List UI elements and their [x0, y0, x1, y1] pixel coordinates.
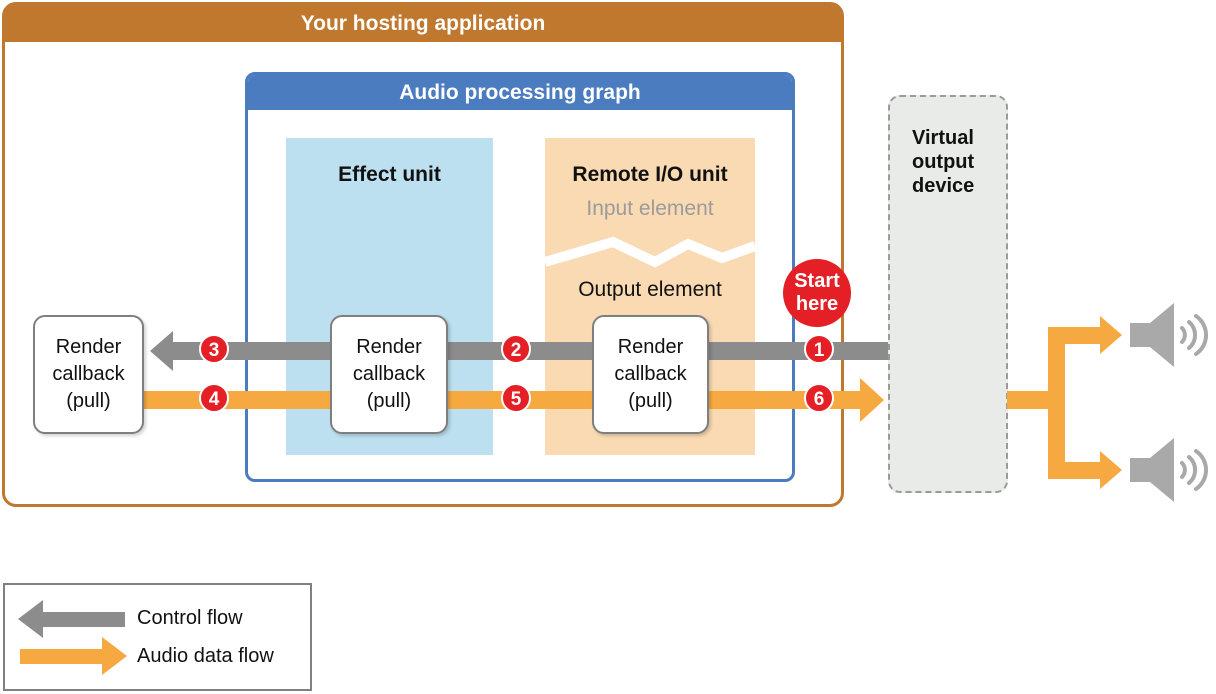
- step-badge-6: 6: [804, 383, 834, 413]
- legend-audio-flow-arrowhead-icon: [102, 637, 127, 675]
- speaker-connector-top-branch: [1048, 327, 1102, 344]
- step-badge-4: 4: [199, 383, 229, 413]
- output-element-label: Output element: [578, 278, 722, 301]
- audio-processing-graph-header: Audio processing graph: [248, 75, 792, 110]
- audio-data-flow-arrowhead-icon: [860, 378, 884, 422]
- virtual-output-device-box: Virtual output device: [888, 95, 1008, 493]
- control-flow-arrowhead-icon: [150, 331, 173, 371]
- speaker-icon: [1130, 303, 1209, 367]
- zigzag-divider: [545, 236, 755, 268]
- legend-audio-flow-arrow: [20, 649, 102, 664]
- render-callback-box-3: Render callback (pull): [592, 315, 709, 434]
- legend-audio-flow-label: Audio data flow: [137, 645, 274, 667]
- speaker-connector-bottom-branch: [1048, 462, 1102, 479]
- legend-control-flow-arrow: [41, 612, 125, 627]
- step-badge-5: 5: [501, 383, 531, 413]
- speaker-arrowhead-bottom-icon: [1100, 451, 1122, 489]
- remote-io-unit-label: Remote I/O unit: [572, 163, 728, 186]
- speaker-arrowhead-top-icon: [1100, 316, 1122, 354]
- render-callback-box-1: Render callback (pull): [33, 315, 144, 434]
- hosting-application-header: Your hosting application: [5, 5, 841, 42]
- step-badge-1: 1: [804, 334, 834, 364]
- start-here-badge: Start here: [783, 259, 851, 327]
- legend-box: Control flow Audio data flow: [3, 583, 312, 691]
- speaker-connector-trunk: [1048, 327, 1065, 479]
- step-badge-2: 2: [501, 334, 531, 364]
- legend-control-flow-arrowhead-icon: [18, 600, 43, 638]
- legend-control-flow-label: Control flow: [137, 607, 243, 629]
- input-element-label: Input element: [586, 197, 714, 220]
- step-badge-3: 3: [199, 334, 229, 364]
- render-callback-box-2: Render callback (pull): [330, 315, 448, 434]
- speaker-icon: [1130, 438, 1209, 502]
- effect-unit-label: Effect unit: [338, 163, 441, 186]
